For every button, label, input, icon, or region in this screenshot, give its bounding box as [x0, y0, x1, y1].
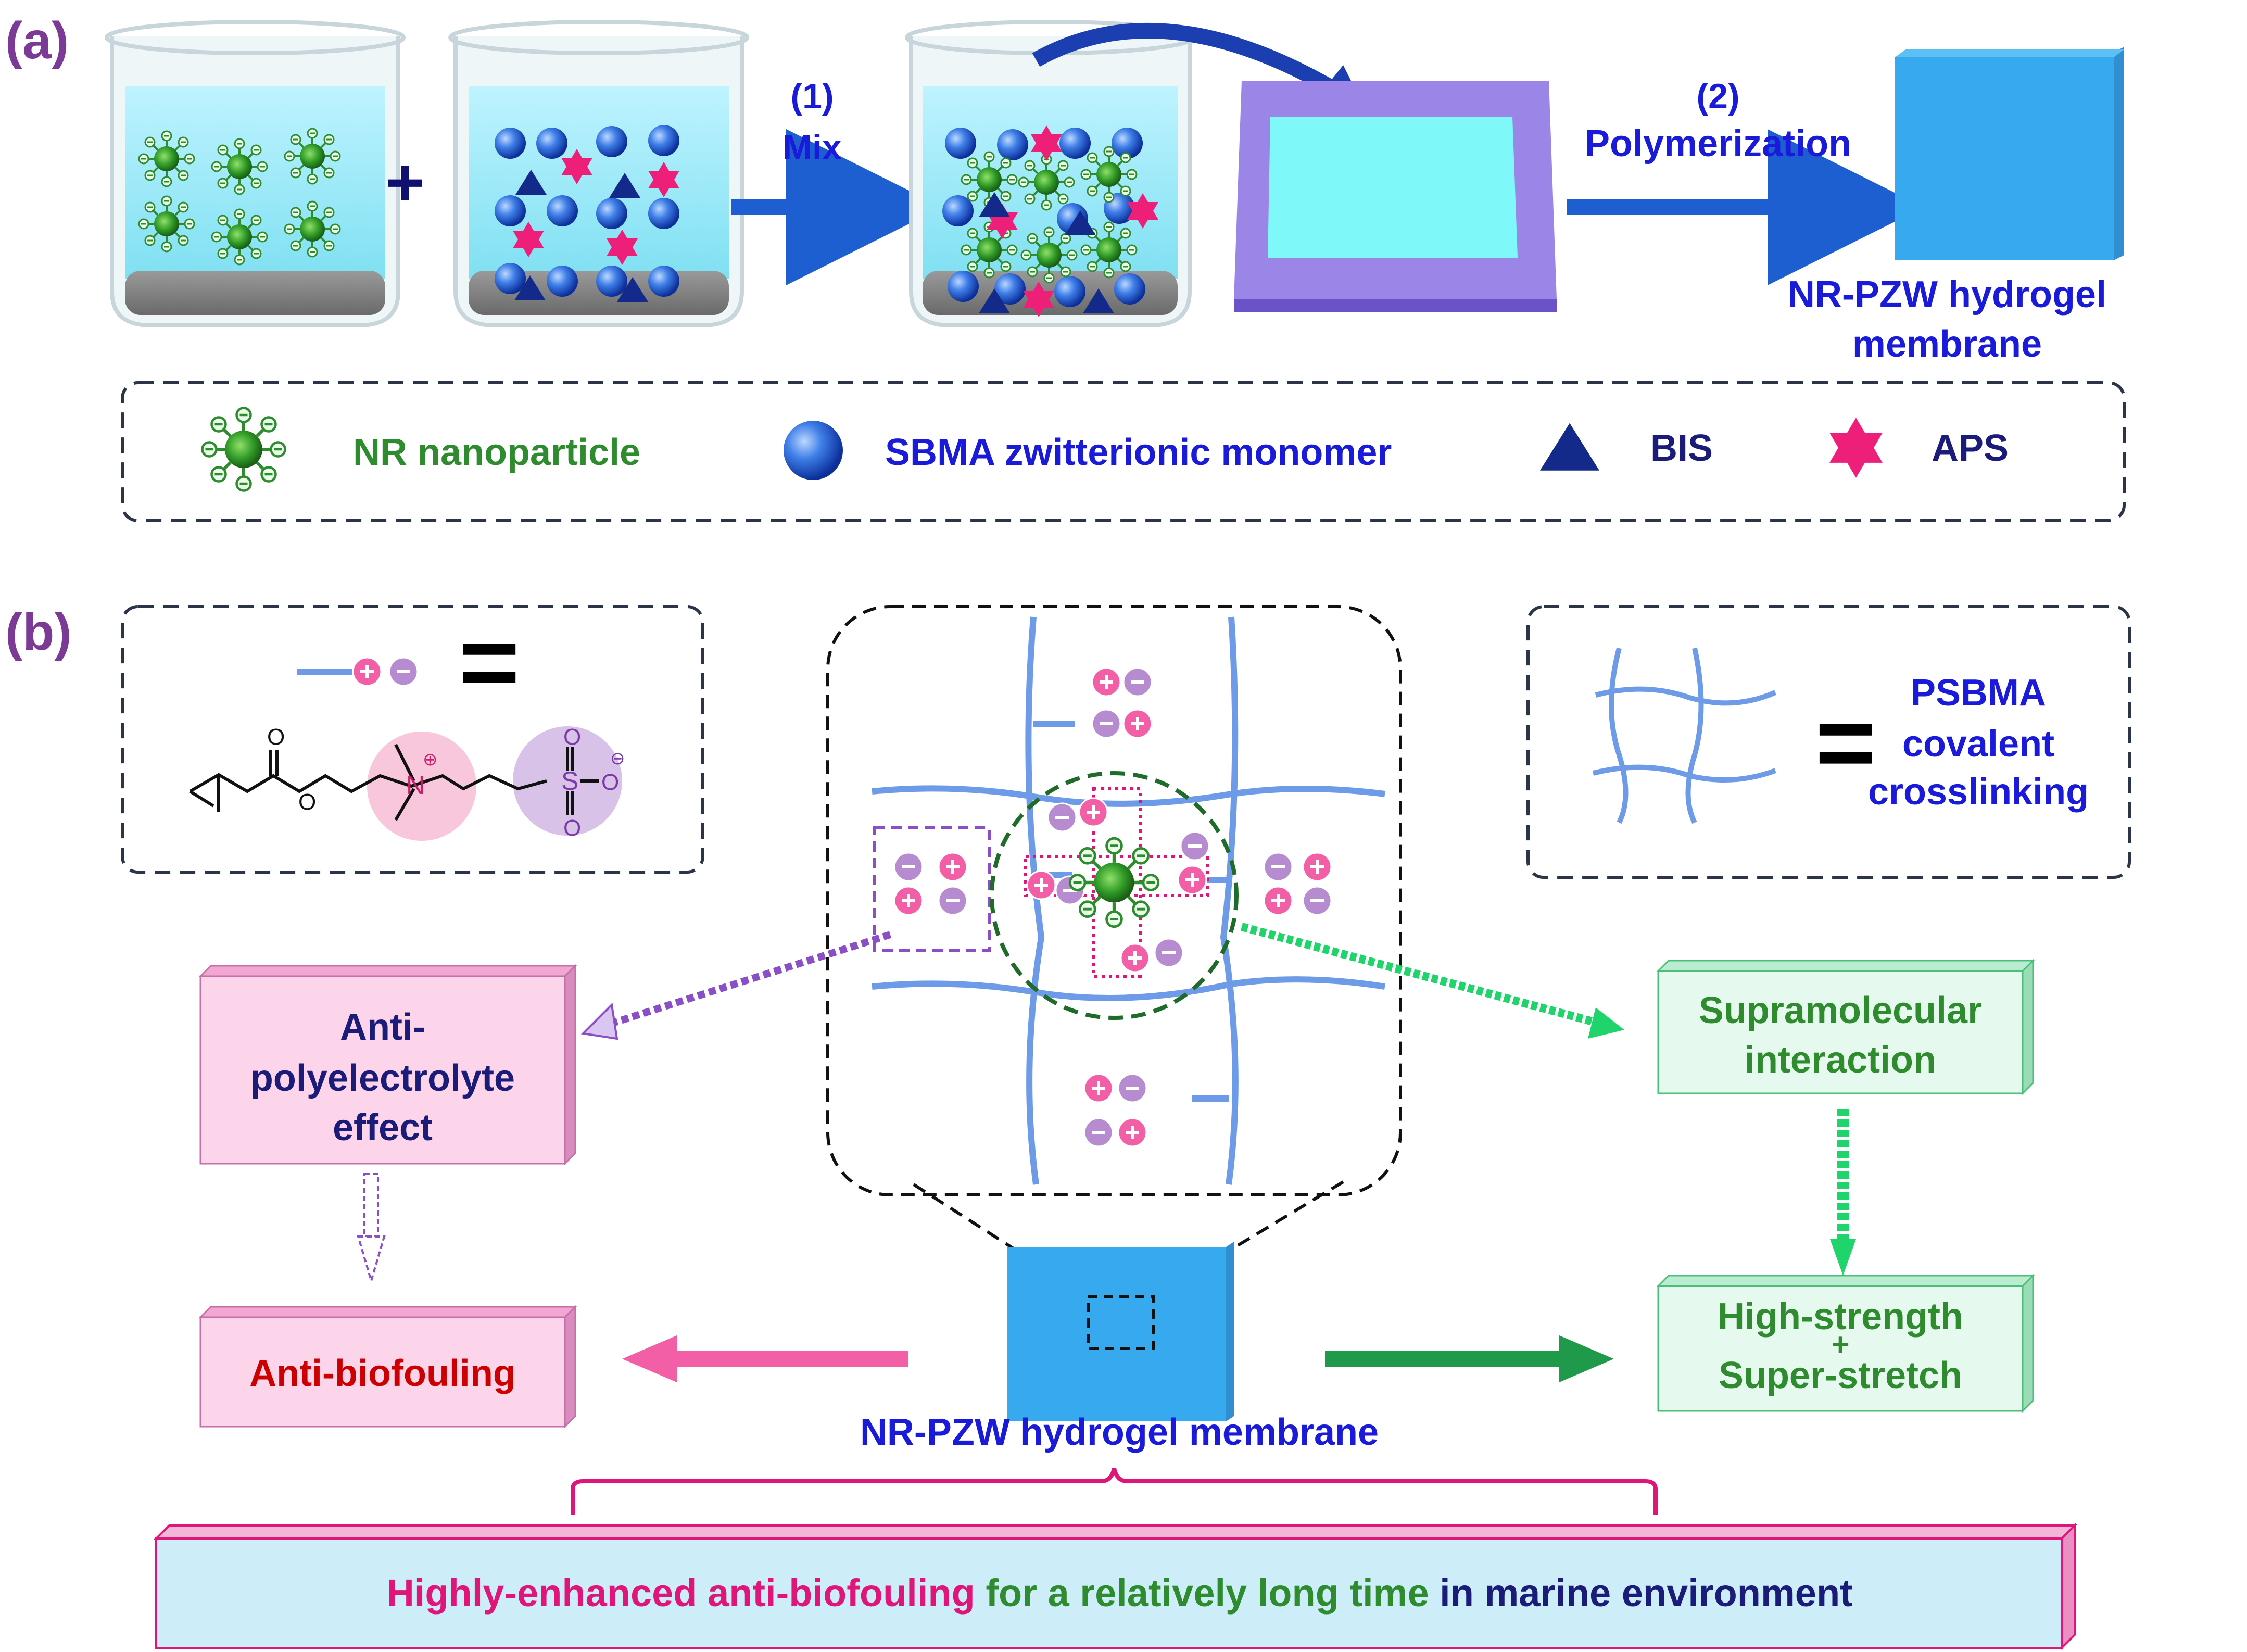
membrane-label: NR-PZW hydrogel membrane	[860, 1411, 1379, 1453]
zwitterion-symbol	[297, 658, 418, 686]
legend-sbma-label: SBMA zwitterionic monomer	[885, 432, 1392, 473]
network-equals: =	[1815, 685, 1876, 801]
network-def-line2: covalent	[1902, 723, 2054, 765]
network-icon	[1592, 647, 1777, 824]
anti-poly-focus-box	[873, 826, 991, 952]
atom-o-right: O	[601, 770, 619, 795]
summary-part2: for a relatively long time	[975, 1571, 1429, 1615]
summary-text: Highly-enhanced anti-biofouling for a re…	[333, 1571, 1885, 1615]
monomer-equals: =	[459, 604, 520, 720]
anti-poly-down-arrow	[357, 1173, 386, 1285]
anti-bio-label: Anti-biofouling	[249, 1353, 516, 1394]
network-zoom-box	[826, 605, 1402, 1196]
panel-b-label: (b)	[5, 603, 72, 661]
polymer-network	[872, 616, 1385, 1185]
anti-bio-box	[198, 1305, 577, 1429]
atom-o-carbonyl: O	[267, 724, 285, 750]
product-line2: membrane	[1852, 323, 2042, 365]
beaker-mixed	[905, 20, 1195, 327]
anti-poly-line1: Anti-	[340, 1006, 425, 1048]
charge-minus: ⊖	[610, 749, 625, 768]
pink-arrow	[622, 1335, 908, 1382]
monomer-def-box	[121, 605, 704, 874]
membrane-block	[1007, 1242, 1234, 1421]
charge-plus: ⊕	[423, 750, 438, 770]
legend-nr-icon	[203, 408, 285, 491]
step2-text: Polymerization	[1585, 123, 1851, 165]
supramolecular-cluster	[1024, 787, 1209, 978]
zoom-line-left	[913, 1183, 1089, 1298]
legend-sbma-icon	[784, 421, 843, 480]
strength-line1: High-strength	[1718, 1296, 1963, 1338]
legend-bis-label: BIS	[1650, 427, 1713, 469]
supra-box	[1656, 959, 2035, 1095]
green-arrow	[1325, 1335, 1614, 1382]
supra-focus-circle	[990, 771, 1239, 1020]
supra-arrow	[1240, 923, 1624, 1039]
product-line1: NR-PZW hydrogel	[1788, 274, 2106, 316]
step2-number: (2)	[1696, 77, 1739, 116]
summary-brace	[571, 1468, 1658, 1515]
supra-down-arrow	[1830, 1109, 1856, 1276]
mold	[1234, 81, 1557, 312]
legend-box	[121, 381, 2126, 522]
summary-part3: in marine environment	[1429, 1571, 1853, 1615]
supra-line2: interaction	[1745, 1039, 1936, 1081]
summary-bar	[154, 1523, 2077, 1650]
anti-poly-line3: effect	[333, 1107, 433, 1149]
atom-o-ester: O	[298, 789, 316, 815]
sbma-structure	[189, 726, 622, 841]
anti-poly-line2: polyelectrolyte	[250, 1057, 515, 1099]
legend-bis-icon	[1540, 423, 1599, 471]
anti-poly-box	[198, 964, 577, 1166]
strength-line3: Super-stretch	[1719, 1355, 1962, 1396]
hydrogel-block	[1895, 47, 2124, 260]
atom-n: N	[406, 771, 425, 800]
network-def-line3: crosslinking	[1868, 771, 2089, 813]
panel-a-label: (a)	[5, 11, 69, 70]
pour-arrow	[1032, 22, 1337, 96]
legend-aps-label: APS	[1932, 427, 2009, 469]
atom-o-top: O	[563, 724, 581, 750]
legend-aps-icon	[1829, 418, 1883, 478]
step1-text: Mix	[782, 128, 842, 167]
step1-number: (1)	[790, 77, 834, 116]
beaker-nr	[105, 20, 406, 327]
summary-part1: Highly-enhanced anti-biofouling	[386, 1571, 975, 1615]
atom-o-bottom: O	[563, 815, 581, 841]
strength-box	[1656, 1273, 2035, 1413]
atom-s: S	[561, 766, 578, 796]
network-def-box	[1526, 605, 2131, 879]
anti-poly-arrow	[580, 931, 892, 1040]
legend-nr-label: NR nanoparticle	[353, 432, 640, 473]
network-def-line1: PSBMA	[1911, 672, 2046, 714]
beaker-monomer	[448, 20, 749, 327]
supra-line1: Supramolecular	[1699, 990, 1982, 1031]
strength-line2: +	[1831, 1327, 1849, 1362]
plus-sign: +	[385, 144, 425, 220]
